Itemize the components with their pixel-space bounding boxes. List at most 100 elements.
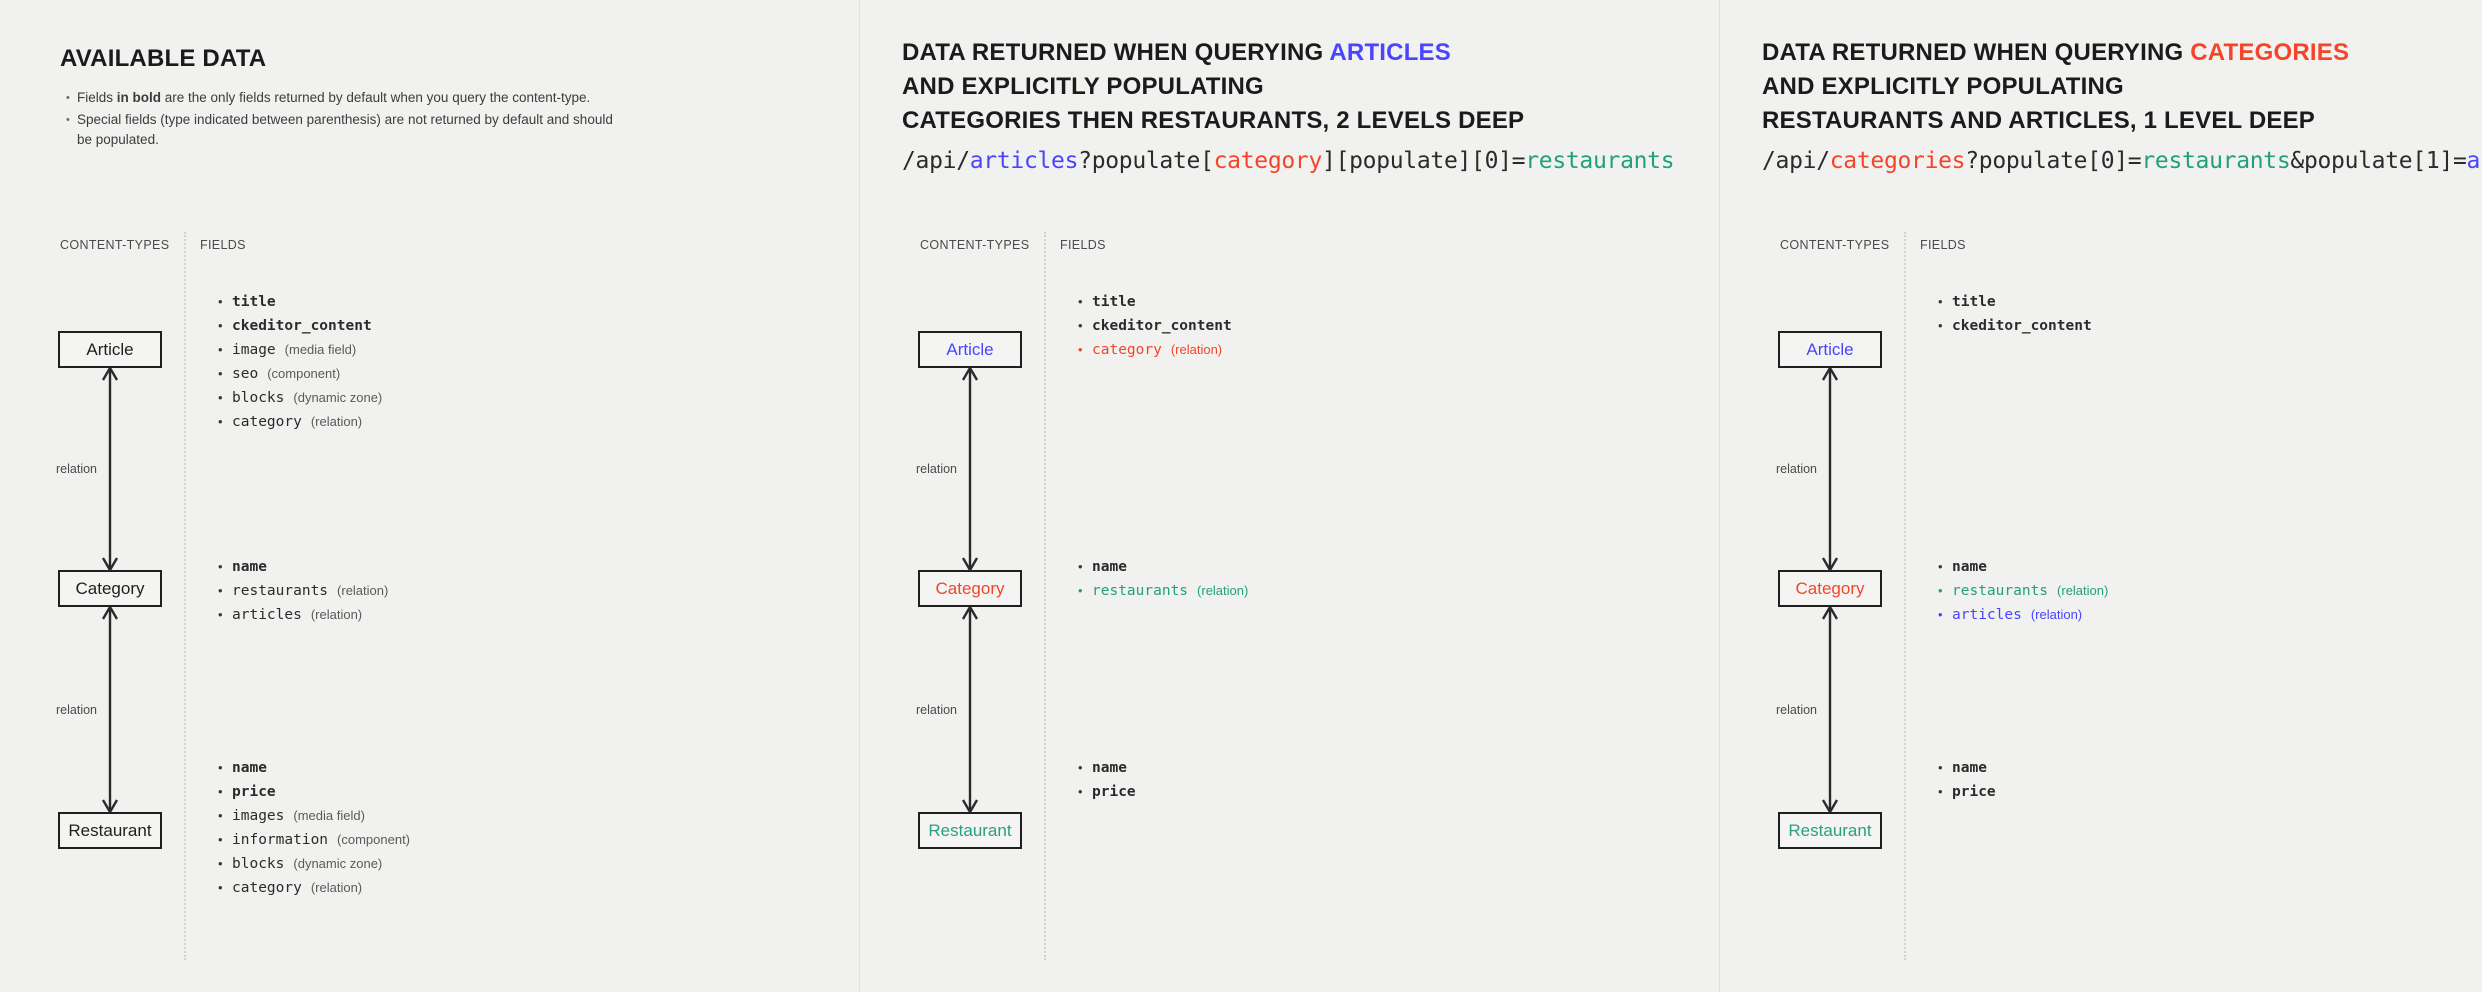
bullet-icon: • (218, 832, 223, 847)
column-heading-line: RESTAURANTS AND ARTICLES, 1 LEVEL DEEP (1762, 104, 2315, 137)
entity-box-restaurant[interactable]: Restaurant (1778, 812, 1882, 849)
field-type: (relation) (337, 583, 389, 598)
entity-box-category[interactable]: Category (918, 570, 1022, 607)
api-url-segment: category (1213, 148, 1323, 174)
field-row: •title (218, 291, 382, 313)
field-row: •information(component) (218, 829, 410, 851)
caption-fields: FIELDS (1920, 238, 1966, 252)
field-row: •articles(relation) (218, 604, 388, 626)
field-row: •image(media field) (218, 339, 382, 361)
dotted-divider (1044, 232, 1048, 960)
column-heading-line: AVAILABLE DATA (60, 42, 266, 75)
field-name: price (1092, 784, 1136, 800)
field-name: price (1952, 784, 1996, 800)
legend-note-emphasis: in bold (116, 90, 162, 105)
field-row: • price (1078, 781, 1136, 803)
heading-text: CATEGORIES THEN RESTAURANTS, 2 LEVELS DE… (902, 107, 1525, 134)
field-name: ckeditor_content (1092, 318, 1232, 334)
relation-connector (98, 606, 122, 813)
field-name: category (1092, 342, 1162, 358)
heading-text: AVAILABLE DATA (60, 45, 267, 72)
field-name: name (232, 760, 267, 776)
field-row: •restaurants(relation) (218, 580, 388, 602)
bullet-icon: • (1938, 318, 1943, 333)
bullet-icon: • (1078, 294, 1083, 309)
bullet-icon: • (1938, 294, 1943, 309)
field-row: •category(relation) (1078, 339, 1232, 361)
entity-box-category[interactable]: Category (58, 570, 162, 607)
column-separator-2 (1719, 0, 1720, 992)
field-row: •name (1938, 556, 2108, 578)
column-heading-line: DATA RETURNED WHEN QUERYING ARTICLES (902, 36, 1451, 69)
field-type: (dynamic zone) (293, 390, 383, 405)
column-heading-line: AND EXPLICITLY POPULATING (902, 70, 1264, 103)
field-group: •title•ckeditor_content (1938, 291, 2092, 339)
field-name: blocks (232, 856, 285, 872)
column-available-data: AVAILABLE DATA Fields in bold are the onl… (0, 0, 860, 992)
relation-label: relation (56, 702, 97, 717)
heading-text: DATA RETURNED WHEN QUERYING (1762, 39, 2191, 66)
heading-text: ARTICLES (1329, 39, 1451, 66)
field-type: (media field) (293, 808, 365, 823)
bullet-icon: • (1078, 559, 1083, 574)
relation-label: relation (1776, 702, 1817, 717)
entity-box-restaurant[interactable]: Restaurant (58, 812, 162, 849)
legend-note-item: Fields in bold are the only fields retur… (77, 88, 620, 108)
api-url-segment: &populate[1]= (2290, 148, 2467, 174)
field-group: •title•ckeditor_content•image(media fiel… (218, 291, 382, 435)
field-row: •ckeditor_content (1938, 315, 2092, 337)
field-type: (relation) (2030, 607, 2083, 622)
caption-content-types: CONTENT-TYPES (920, 238, 1030, 252)
bullet-icon: • (1078, 784, 1083, 799)
bullet-icon: • (1078, 318, 1083, 333)
entity-box-restaurant[interactable]: Restaurant (918, 812, 1022, 849)
relation-label: relation (56, 462, 97, 476)
field-name: title (232, 294, 276, 310)
bullet-icon: • (218, 414, 223, 429)
entity-box-article[interactable]: Article (58, 331, 162, 368)
bullet-icon: • (1078, 342, 1083, 357)
caption-content-types: CONTENT-TYPES (1780, 238, 1890, 252)
field-row: •category(relation) (218, 411, 382, 433)
dotted-divider (1904, 232, 1908, 960)
field-row: •restaurants(relation) (1078, 580, 1248, 602)
field-row: • ckeditor_content (1078, 315, 1232, 337)
heading-text: DATA RETURNED WHEN QUERYING (902, 39, 1330, 66)
field-row: •restaurants(relation) (1938, 580, 2108, 602)
field-row: •images(media field) (218, 805, 410, 827)
field-group: • name • price (1078, 757, 1136, 805)
field-name: name (232, 559, 267, 575)
entity-box-article[interactable]: Article (918, 331, 1022, 368)
field-name: name (1092, 559, 1127, 575)
field-name: articles (1952, 607, 2022, 623)
field-row: •blocks(dynamic zone) (218, 387, 382, 409)
field-row: •title (1938, 291, 2092, 313)
field-name: category (232, 880, 302, 896)
column-heading-line: CATEGORIES THEN RESTAURANTS, 2 LEVELS DE… (902, 104, 1524, 137)
heading-text: AND EXPLICITLY POPULATING (1762, 73, 2124, 100)
field-type: (dynamic zone) (293, 856, 383, 871)
api-url-segment: articles (969, 148, 1079, 174)
field-name: name (1952, 760, 1987, 776)
api-url-segment: categories (1829, 148, 1966, 174)
api-url-segment: articles (2466, 148, 2482, 174)
entity-box-article[interactable]: Article (1778, 331, 1882, 368)
field-name: articles (232, 607, 302, 623)
bullet-icon: • (1078, 760, 1083, 775)
api-url-segment: restaurants (1525, 148, 1675, 174)
api-url[interactable]: /api/articles?populate[category][populat… (902, 148, 1675, 174)
entity-box-category[interactable]: Category (1778, 570, 1882, 607)
field-row: • name (1078, 556, 1248, 578)
dotted-divider (184, 232, 188, 960)
relation-label: relation (1776, 462, 1817, 476)
api-url[interactable]: /api/categories?populate[0]=restaurants&… (1762, 148, 2482, 174)
bullet-icon: • (218, 390, 223, 405)
relation-label: relation (916, 462, 957, 476)
field-name: name (1092, 760, 1127, 776)
field-group: • name •restaurants(relation) (1078, 556, 1248, 604)
legend-note-item: Special fields (type indicated between p… (77, 110, 620, 149)
field-group: •name•price•images(media field)•informat… (218, 757, 410, 901)
field-name: title (1092, 294, 1136, 310)
relation-label: relation (916, 702, 957, 717)
